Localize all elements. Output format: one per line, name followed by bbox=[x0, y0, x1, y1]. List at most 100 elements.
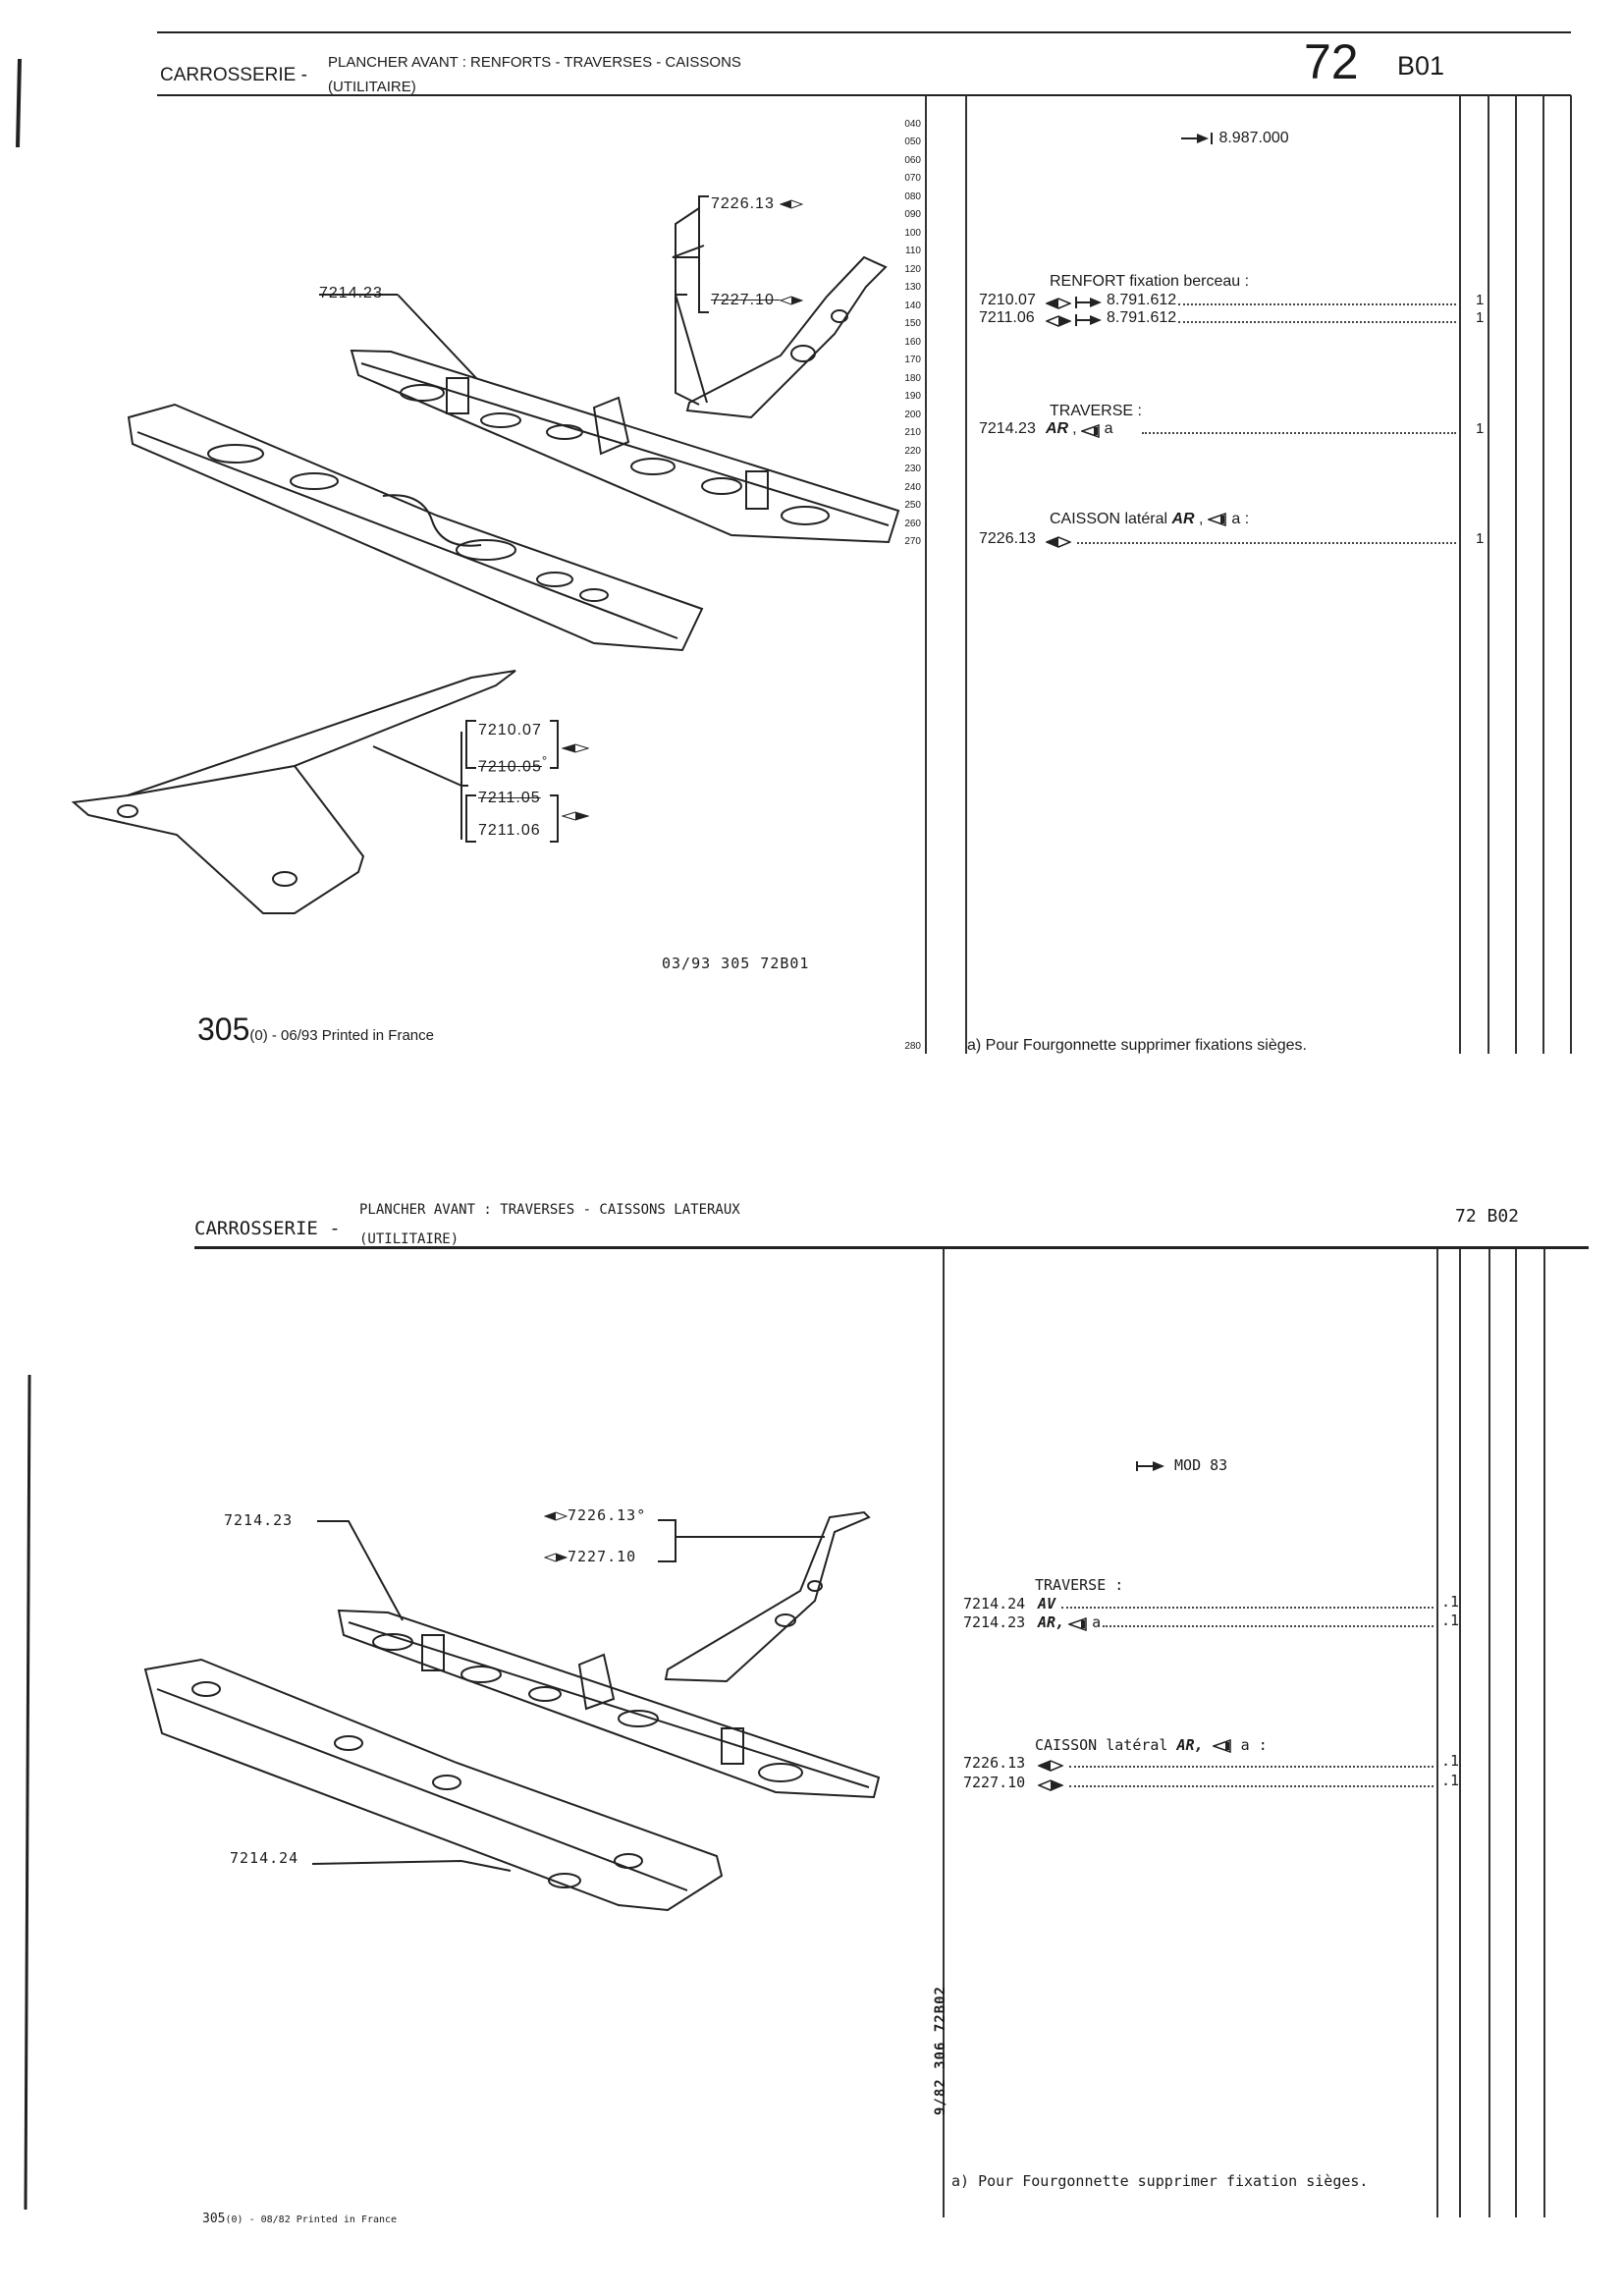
quantity: .1 bbox=[1441, 1752, 1460, 1770]
part-row[interactable]: 7211.06 8.791.612 bbox=[979, 309, 1458, 327]
subtitle-line2: (UTILITAIRE) bbox=[359, 1231, 460, 1247]
ruler-divider bbox=[943, 1249, 945, 2217]
model-number: 305 bbox=[197, 1011, 250, 1047]
applicability-model: MOD 83 bbox=[1174, 1456, 1228, 1474]
callout-7214-23: 7214.23 bbox=[319, 285, 383, 301]
footnote-ref: a : bbox=[1240, 1736, 1268, 1754]
callout-7214-23: 7214.23 bbox=[224, 1511, 294, 1529]
subtitle-line1: PLANCHER AVANT : TRAVERSES - CAISSONS LA… bbox=[359, 1202, 740, 1218]
column-divider bbox=[1542, 95, 1544, 1054]
part-row[interactable]: 7214.24 AV bbox=[963, 1595, 1435, 1613]
part-row[interactable]: 7214.23 AR, a bbox=[963, 1613, 1435, 1631]
quantity: 1 bbox=[1476, 420, 1485, 437]
callout-7210-07: 7210.07 bbox=[478, 722, 542, 738]
group-title-renfort: RENFORT fixation berceau : bbox=[1050, 273, 1250, 290]
column-divider bbox=[1515, 95, 1517, 1054]
part-number: 7226.13 bbox=[963, 1754, 1026, 1772]
traverse-7214-23-drawing-p2 bbox=[317, 1520, 881, 1799]
dot-leader bbox=[1178, 303, 1456, 305]
scan-edge bbox=[24, 1374, 31, 2211]
callout-text: 7226.13 bbox=[711, 195, 775, 212]
right-hand-diamond-icon bbox=[780, 296, 804, 305]
page-number: B01 bbox=[1397, 51, 1445, 81]
callout-7211-05-superseded: 7211.05 bbox=[478, 790, 541, 806]
ruler-mark: 120 bbox=[904, 264, 921, 275]
callout-7226-13: 7226.13 bbox=[711, 195, 804, 213]
dot-leader bbox=[1142, 432, 1456, 434]
column-divider bbox=[1488, 95, 1489, 1054]
subtitle-line1: PLANCHER AVANT : RENFORTS - TRAVERSES - … bbox=[328, 54, 741, 71]
ruler-mark: 060 bbox=[904, 155, 921, 166]
qty-column-divider bbox=[1436, 1249, 1438, 2217]
ruler-mark: 250 bbox=[904, 500, 921, 511]
drawing-reference: 9/82 306 72B02 bbox=[933, 1986, 948, 2116]
ruler-mark: 050 bbox=[904, 137, 921, 147]
right-hand-diamond-icon bbox=[1038, 1779, 1063, 1791]
left-hand-diamond-icon bbox=[780, 199, 804, 209]
from-serial: 8.791.612 bbox=[1107, 309, 1177, 326]
subtitle-line2: (UTILITAIRE) bbox=[328, 79, 416, 95]
quantity: .1 bbox=[1441, 1612, 1460, 1629]
part-number: 7210.07 bbox=[979, 292, 1036, 308]
right-hand-diamond-icon bbox=[544, 1552, 568, 1562]
wing-triangle-icon bbox=[1080, 424, 1100, 438]
part-row[interactable]: 7210.07 8.791.612 bbox=[979, 292, 1458, 309]
scan-edge bbox=[16, 58, 22, 148]
ruler-mark: 090 bbox=[904, 209, 921, 220]
ruler-mark: 110 bbox=[905, 246, 921, 256]
footnote: a) Pour Fourgonnette supprimer fixations… bbox=[967, 1037, 1307, 1054]
part-number: 7214.24 bbox=[963, 1595, 1026, 1613]
traverse-7214-23-drawing bbox=[319, 294, 900, 544]
dot-leader bbox=[1077, 542, 1456, 544]
rear-marker: AR bbox=[1171, 511, 1195, 527]
top-rule bbox=[157, 31, 1571, 33]
quantity: 1 bbox=[1476, 292, 1485, 308]
callout-text: 7226.13° bbox=[568, 1506, 647, 1524]
group-title-text: CAISSON latéral bbox=[1050, 511, 1168, 527]
ruler-mark: 170 bbox=[904, 355, 921, 365]
footnote-ref: a bbox=[1092, 1613, 1102, 1631]
caisson-drawing bbox=[675, 207, 888, 419]
callout-7226-13: 7226.13° bbox=[544, 1506, 646, 1524]
up-to-arrow-icon bbox=[1181, 132, 1213, 144]
part-row[interactable]: 7226.13 bbox=[963, 1754, 1435, 1772]
right-hand-diamond-icon bbox=[562, 811, 589, 821]
ruler-mark: 070 bbox=[904, 173, 921, 184]
quantity: .1 bbox=[1441, 1593, 1460, 1611]
part-row[interactable]: 7227.10 bbox=[963, 1774, 1435, 1791]
ruler-mark: 190 bbox=[904, 391, 921, 402]
ruler-mark: 240 bbox=[904, 482, 921, 493]
ruler-mark: 150 bbox=[904, 318, 921, 329]
part-row[interactable]: 7226.13 bbox=[979, 530, 1458, 548]
column-divider bbox=[1543, 1249, 1545, 2217]
left-hand-diamond-icon bbox=[1038, 1760, 1063, 1772]
rear-marker: AR bbox=[1046, 420, 1069, 437]
callout-7214-24: 7214.24 bbox=[230, 1849, 299, 1867]
qty-column-divider bbox=[1459, 95, 1461, 1054]
header-rule bbox=[157, 94, 1571, 96]
part-row[interactable]: 7214.23 AR , a bbox=[979, 420, 1458, 438]
ruler-mark: 280 bbox=[904, 1041, 921, 1052]
column-divider bbox=[1459, 1249, 1461, 2217]
ruler-divider bbox=[925, 95, 927, 1054]
quantity: 1 bbox=[1476, 309, 1485, 326]
left-hand-diamond-icon bbox=[562, 743, 589, 753]
ruler-mark: 100 bbox=[904, 228, 921, 239]
page-code: 72 B02 bbox=[1455, 1206, 1520, 1227]
part-number: 7226.13 bbox=[979, 530, 1036, 547]
footnote: a) Pour Fourgonnette supprimer fixation … bbox=[951, 2172, 1369, 2190]
group-title-caisson: CAISSON latéral AR, a : bbox=[1035, 1736, 1268, 1754]
column-divider bbox=[1488, 1249, 1490, 2217]
ruler-mark: 210 bbox=[904, 427, 921, 438]
caisson-drawing-p2 bbox=[658, 1510, 871, 1683]
column-divider bbox=[1570, 95, 1572, 1054]
callout-7211-06: 7211.06 bbox=[478, 822, 541, 839]
front-marker: AV bbox=[1038, 1595, 1056, 1613]
group-title-text: CAISSON latéral bbox=[1035, 1736, 1168, 1754]
callout-7227-10: 7227.10 bbox=[544, 1548, 636, 1565]
ruler-mark: 230 bbox=[904, 464, 921, 474]
part-number: 7214.23 bbox=[979, 420, 1036, 437]
ruler-mark: 220 bbox=[904, 446, 921, 457]
quantity: 1 bbox=[1476, 530, 1485, 547]
footnote-ref: a : bbox=[1231, 511, 1250, 527]
